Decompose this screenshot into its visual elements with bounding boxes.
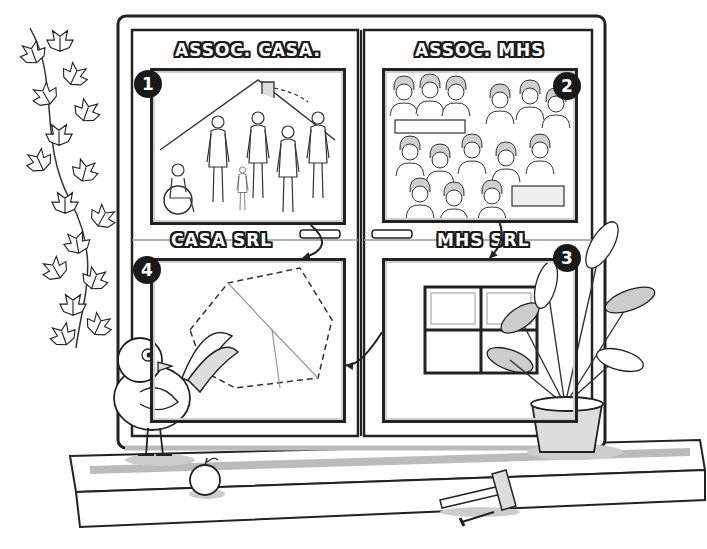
hammer-and-nail-part: [440, 486, 502, 508]
callout-number: 3: [553, 244, 581, 272]
ivy-vine-part: [83, 310, 116, 340]
members-drawing-part: [396, 136, 424, 176]
window-sill: [70, 440, 705, 527]
potted-plant-part: [602, 282, 658, 319]
window-pane: MHS SRL: [382, 258, 578, 423]
ivy-vine-part: [46, 125, 72, 146]
window-frame-part: [364, 30, 592, 436]
potted-plant: [484, 217, 658, 460]
members-drawing-part: [512, 186, 564, 206]
window-sill-part: [76, 470, 705, 527]
ivy-vine-part: [71, 97, 103, 125]
pane-heading: MHS SRL: [437, 230, 529, 250]
members-drawing-part: [492, 142, 520, 182]
members-drawing-part: [390, 76, 418, 116]
ivy-vine-part: [28, 80, 61, 111]
members-drawing-part: [426, 144, 454, 184]
ivy-vine: [17, 28, 119, 349]
callout-number: 2: [553, 72, 581, 100]
ivy-vine-part: [47, 321, 79, 349]
hammer-and-nail-part: [460, 518, 464, 526]
hammer-and-nail-part: [462, 512, 494, 522]
apple: [189, 458, 225, 499]
family-drawing-part: [277, 126, 299, 212]
flow-arrow: [490, 223, 502, 258]
ivy-vine-part: [38, 254, 71, 285]
window-frame-part: [125, 446, 600, 451]
family-drawing-part: [164, 186, 192, 214]
bird-part: [118, 338, 162, 382]
ivy-vine-part: [17, 39, 49, 67]
potted-plant-part: [594, 344, 646, 376]
family-drawing: [160, 80, 335, 214]
family-drawing-part: [307, 112, 329, 198]
members-drawing: [390, 74, 570, 222]
apple-part: [205, 458, 218, 466]
bird-part: [158, 362, 172, 371]
hammer-and-nail-part: [492, 470, 516, 510]
ivy-vine-part: [86, 202, 119, 233]
window-pane: CASA SRL: [150, 258, 346, 423]
members-drawing-part: [516, 80, 544, 120]
ivy-vine-part: [47, 31, 73, 52]
potted-plant-part: [579, 217, 624, 273]
pane-heading: ASSOC. MHS: [415, 40, 545, 60]
members-drawing-part: [440, 182, 468, 222]
family-drawing-part: [172, 164, 184, 176]
window-frame-part: [360, 30, 362, 436]
potted-plant-part: [531, 397, 603, 411]
members-drawing-part: [526, 134, 554, 174]
pane-heading: ASSOC. CASA.: [175, 40, 321, 60]
flow-arrow: [303, 225, 322, 258]
window-drawing-part: [431, 293, 475, 324]
members-drawing-part: [486, 84, 514, 124]
members-drawing-part: [442, 76, 470, 116]
members-drawing-part: [416, 74, 444, 114]
family-drawing-part: [237, 167, 248, 210]
flow-arrow: [346, 332, 382, 365]
pane-heading: CASA SRL: [171, 230, 272, 250]
ivy-vine-part: [60, 295, 86, 316]
members-drawing-part: [458, 134, 486, 174]
window-frame-part: [372, 230, 412, 238]
dashed-house-part: [228, 283, 318, 388]
window-frame-part: [118, 16, 605, 448]
family-drawing-part: [274, 88, 308, 102]
window-frame-part: [300, 230, 340, 238]
callout-number: 4: [133, 256, 161, 284]
apple-part: [190, 465, 220, 495]
ivy-vine-part: [52, 193, 78, 214]
ivy-vine-part: [70, 158, 101, 185]
ivy-vine-part: [59, 60, 92, 90]
members-drawing-part: [395, 120, 465, 133]
window-frame: [118, 16, 605, 448]
family-drawing-part: [170, 178, 194, 212]
family-drawing-part: [160, 80, 335, 150]
family-drawing-part: [207, 116, 229, 202]
family-drawing-part: [247, 112, 269, 198]
hammer-and-nail: [440, 470, 520, 526]
window-pane: ASSOC. CASA.: [150, 68, 346, 225]
ivy-vine-part: [23, 146, 56, 176]
ivy-vine-part: [79, 265, 111, 293]
family-drawing-part: [262, 82, 274, 98]
members-drawing-part: [478, 180, 506, 220]
bird-part: [140, 388, 178, 410]
callout-number: 1: [134, 70, 162, 98]
bird: [114, 333, 238, 466]
ivy-vine-part: [62, 231, 91, 256]
bird-part: [138, 428, 172, 455]
window-pane: ASSOC. MHS: [382, 68, 578, 223]
bird-part: [188, 347, 238, 392]
members-drawing-part: [406, 178, 434, 218]
